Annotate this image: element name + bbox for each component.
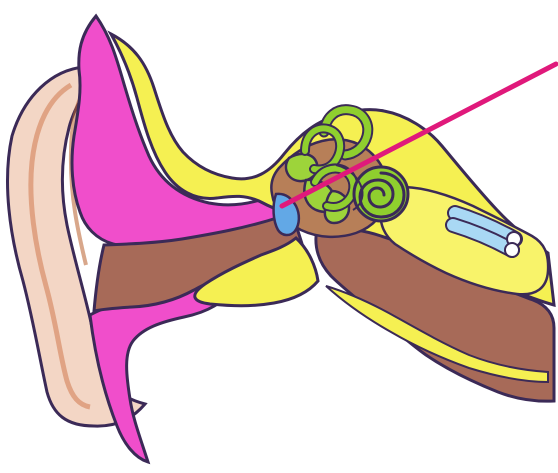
nerve-end-lower — [505, 243, 519, 257]
